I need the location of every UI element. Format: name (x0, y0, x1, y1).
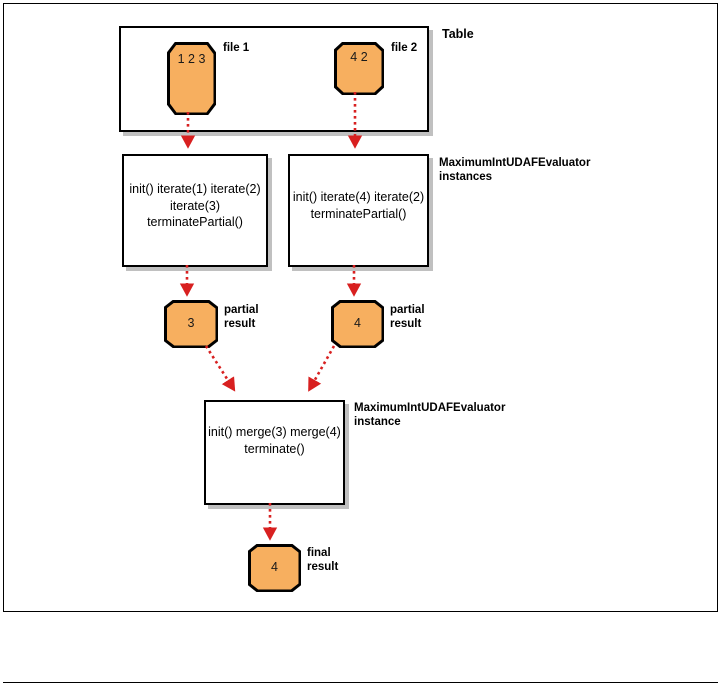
partial-result-1-value: 3 (187, 316, 195, 330)
file1-shape: 1 2 3 (167, 42, 216, 115)
merge-instance-label: MaximumIntUDAFEvaluator instance (354, 402, 506, 428)
merge-instance-box: init() merge(3) merge(4) terminate() (204, 400, 345, 505)
evaluator-instance-1-calls: init() iterate(1) iterate(2) iterate(3) … (129, 182, 261, 229)
file2-values: 4 2 (350, 50, 368, 64)
partial-result-1-shape: 3 (164, 300, 218, 348)
final-result-fill (250, 546, 299, 590)
final-result-shape: 4 (248, 544, 301, 592)
partial-result-2-label: partial result (390, 304, 425, 330)
table-label: Table (442, 27, 474, 41)
partial-result-1-label: partial result (224, 304, 259, 330)
file2-fill (336, 44, 382, 93)
evaluator-instance-2-calls: init() iterate(4) iterate(2) terminatePa… (292, 190, 425, 221)
partial-result-1-fill (166, 302, 216, 346)
evaluator-instances-label: MaximumIntUDAFEvaluator instances (439, 157, 591, 183)
file1-values: 1 2 3 (177, 52, 206, 66)
evaluator-instance-1-box: init() iterate(1) iterate(2) iterate(3) … (122, 154, 268, 267)
partial-result-2-fill (333, 302, 382, 346)
merge-instance-calls: init() merge(3) merge(4) terminate() (208, 425, 341, 456)
file1-fill (169, 44, 214, 113)
final-result-label: final result (307, 547, 339, 573)
page-frame: 1 2 3 file 1 4 2 file 2 Table init() ite… (3, 3, 718, 612)
footer-rule (3, 682, 718, 683)
file1-label: file 1 (223, 42, 250, 54)
partial-result-2-value: 4 (354, 316, 361, 330)
evaluator-instance-2-box: init() iterate(4) iterate(2) terminatePa… (288, 154, 429, 267)
file2-shape: 4 2 (334, 42, 384, 95)
partial-result-2-shape: 4 (331, 300, 384, 348)
file2-label: file 2 (391, 42, 418, 54)
final-result-value: 4 (271, 560, 278, 574)
